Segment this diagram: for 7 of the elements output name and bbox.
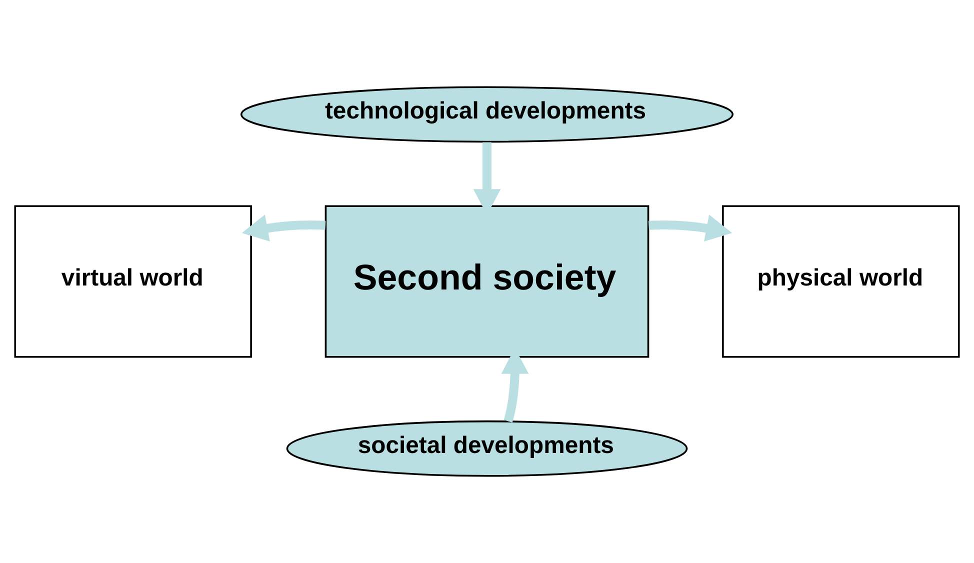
arrow [648, 214, 732, 242]
arrow [242, 214, 326, 242]
node-ellipse: technological developments [240, 86, 734, 143]
node-box: Second society [324, 205, 650, 358]
node-ellipse: societal developments [286, 420, 688, 477]
node-box: virtual world [14, 205, 252, 358]
node-box: physical world [722, 205, 960, 358]
